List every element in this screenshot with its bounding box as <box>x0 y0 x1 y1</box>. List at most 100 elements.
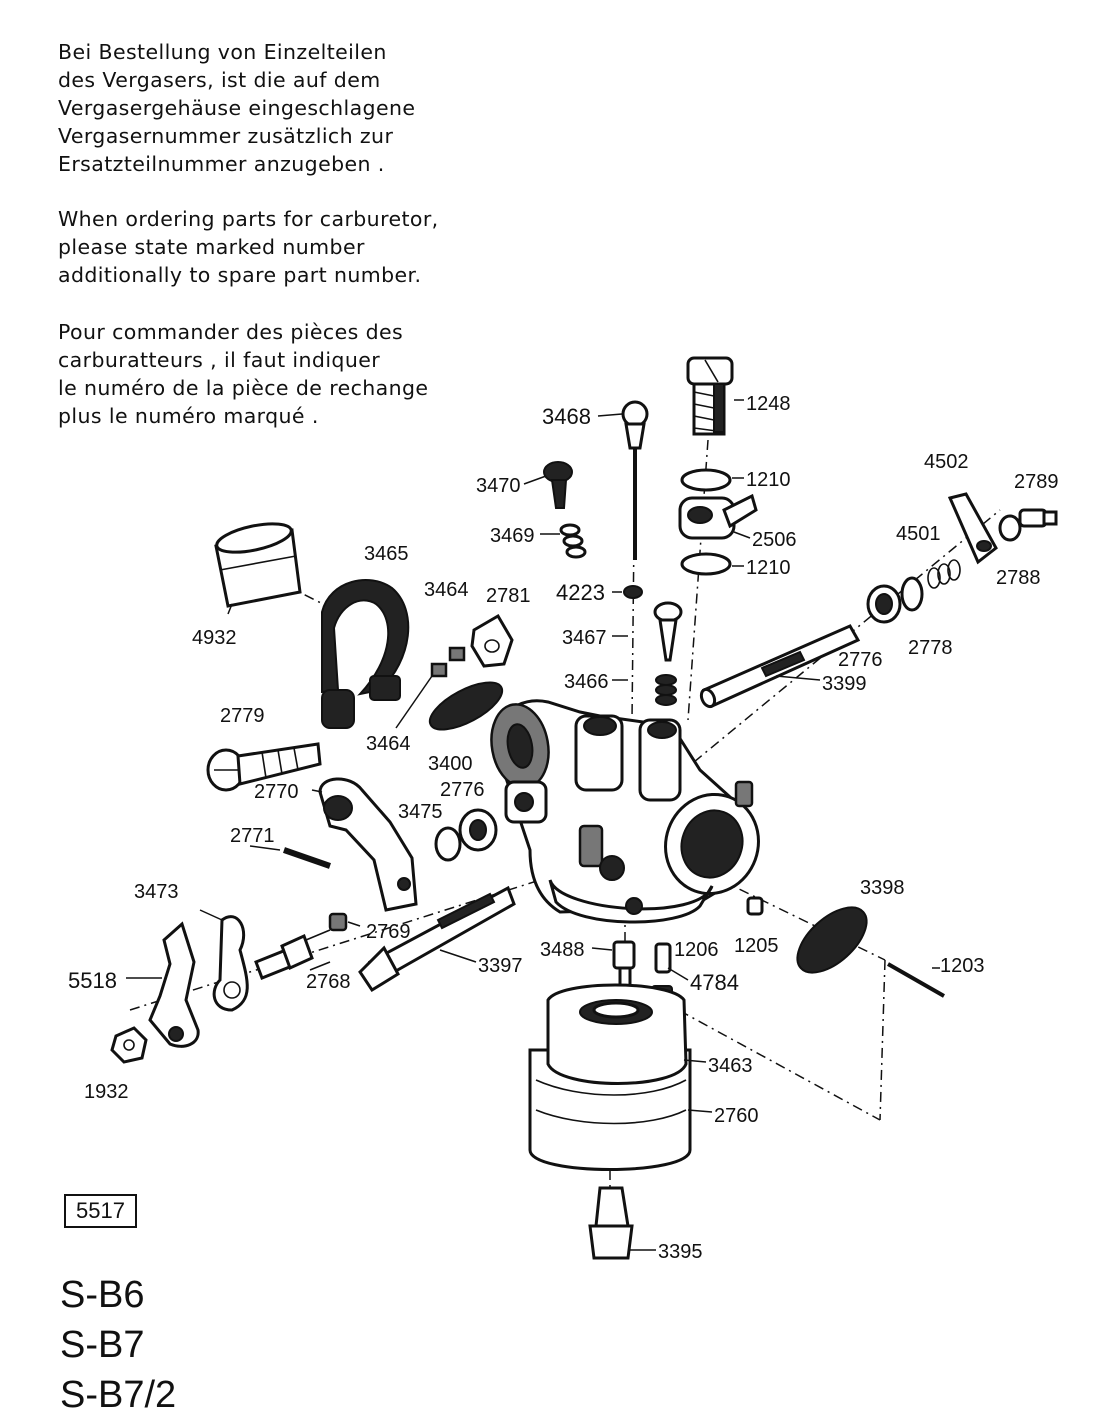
bushing-2776-right <box>866 584 902 624</box>
sleeve-4932 <box>214 522 302 608</box>
screw-2769 <box>328 912 348 932</box>
note-line: please state marked number <box>58 235 365 259</box>
part-label: 3466 <box>564 671 609 693</box>
part-label: 3470 <box>476 475 521 497</box>
part-label: 2776 <box>838 649 883 671</box>
screw-1206 <box>654 942 672 974</box>
note-line: Pour commander des pièces des <box>58 320 404 344</box>
part-label: 2506 <box>752 529 797 551</box>
lever-2770 <box>318 777 418 912</box>
part-label: 2779 <box>220 705 265 727</box>
part-label: 3464 <box>366 733 411 755</box>
clamp-bolt-2779 <box>206 742 322 792</box>
banjo-bolt-1248 <box>686 356 734 436</box>
part-label: 2769 <box>366 921 411 943</box>
bowl-axis-right <box>879 959 886 1121</box>
clamp-3465 <box>321 579 410 729</box>
note-line: When ordering parts for carburetor, <box>58 207 439 231</box>
english-ordering-note: When ordering parts for carburetor, plea… <box>58 205 439 289</box>
part-label: 3399 <box>822 673 867 695</box>
part-label: 3468 <box>542 404 591 429</box>
part-label: 4223 <box>556 580 605 605</box>
part-label: 4502 <box>924 451 969 473</box>
boxed-part-number: 5517 <box>64 1194 137 1228</box>
bowl-axis-diag <box>659 999 881 1121</box>
bushing-2776-left <box>458 808 498 852</box>
float-3463 <box>546 983 688 1085</box>
part-label: 2776 <box>440 779 485 801</box>
model-label: S-B6 <box>60 1274 145 1316</box>
needle-3468 <box>621 400 649 560</box>
pin-2771 <box>283 847 331 869</box>
part-label: 4784 <box>690 970 739 995</box>
drain-plug-3395 <box>588 1186 634 1260</box>
german-ordering-note: Bei Bestellung von Einzelteilen des Verg… <box>58 38 415 178</box>
screw-2789 <box>1018 508 1058 528</box>
adjuster-screw-2768 <box>254 929 331 980</box>
part-label: 2778 <box>908 637 953 659</box>
part-label: 3488 <box>540 939 585 961</box>
spring-lever-3473 <box>212 915 249 1012</box>
pin-1203 <box>887 962 945 998</box>
note-line: Bei Bestellung von Einzelteilen <box>58 40 387 64</box>
ball-4223 <box>623 585 643 599</box>
slide-3397 <box>358 885 516 993</box>
washer-3475 <box>434 826 462 862</box>
part-label: 1206 <box>674 939 719 961</box>
part-label: 1248 <box>746 393 791 415</box>
spring-3466 <box>655 674 677 706</box>
throttle-shaft-3399 <box>699 624 861 709</box>
model-label: S-B7/2 <box>60 1374 177 1416</box>
spring-4501 <box>927 559 961 589</box>
part-label: 3475 <box>398 801 443 823</box>
note-line: carburatteurs , il faut indiquer <box>58 348 381 372</box>
french-ordering-note: Pour commander des pièces des carburatte… <box>58 318 428 430</box>
leader-lines <box>126 399 940 1251</box>
part-label: 4501 <box>896 523 941 545</box>
washer-1210-bottom <box>680 552 732 576</box>
part-label: 1203 <box>940 955 985 977</box>
part-label: 2760 <box>714 1105 759 1127</box>
note-line: Vergasernummer zusätzlich zur <box>58 124 394 148</box>
part-label: 5518 <box>68 968 117 993</box>
part-label: 3473 <box>134 881 179 903</box>
part-label: 2768 <box>306 971 351 993</box>
throttle-plate-3398 <box>796 906 868 974</box>
part-label: 2771 <box>230 825 275 847</box>
note-line: Vergasergehäuse eingeschlagene <box>58 96 416 120</box>
part-label: 3469 <box>490 525 535 547</box>
screw-1205 <box>746 896 764 916</box>
part-label: 1932 <box>84 1081 129 1103</box>
screw-3464-upper <box>448 646 466 662</box>
part-label: 3464 <box>424 579 469 601</box>
note-line: des Vergasers, ist die auf dem <box>58 68 381 92</box>
washer-2788 <box>998 514 1022 542</box>
washer-1210-top <box>680 468 732 492</box>
part-label: 2770 <box>254 781 299 803</box>
lever-axis <box>129 879 541 1011</box>
screw-3464-lower <box>430 662 448 678</box>
part-label: 2788 <box>996 567 1041 589</box>
banjo-fitting-2506 <box>678 493 758 540</box>
part-label: 3397 <box>478 955 523 977</box>
part-label: 3465 <box>364 543 409 565</box>
idle-screw-3470 <box>543 461 573 509</box>
note-line: le numéro de la pièce de rechange <box>58 376 429 400</box>
part-label: 3395 <box>658 1241 703 1263</box>
part-label: 1210 <box>746 469 791 491</box>
part-label: 1205 <box>734 935 779 957</box>
lever-5518 <box>148 921 200 1048</box>
spring-3469 <box>559 523 587 559</box>
lever-4502 <box>947 492 998 565</box>
part-label: 1210 <box>746 557 791 579</box>
nut-1932 <box>110 1026 148 1064</box>
gasket-3400 <box>428 681 504 731</box>
note-line: Ersatzteilnummer anzugeben . <box>58 152 385 176</box>
note-line: additionally to spare part number. <box>58 263 422 287</box>
mixture-screw-3467 <box>653 601 683 662</box>
part-label: 2789 <box>1014 471 1059 493</box>
washer-2778 <box>900 576 924 612</box>
model-label: S-B7 <box>60 1324 145 1366</box>
part-label: 4932 <box>192 627 237 649</box>
